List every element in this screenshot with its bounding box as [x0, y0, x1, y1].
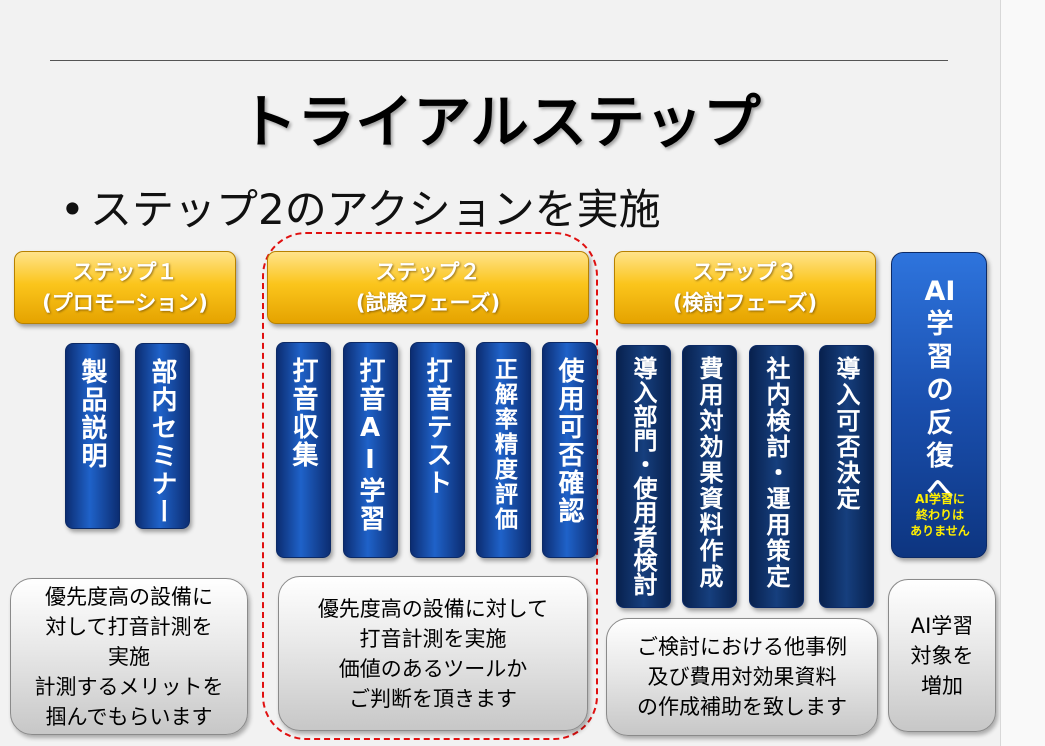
- step2-header-line1: ステップ２: [375, 259, 481, 284]
- ai-title-char: 復: [926, 441, 954, 472]
- step1-note-line: 掴んでもらいます: [45, 704, 213, 729]
- step3-note-line: 及び費用対効果資料: [647, 665, 837, 689]
- step1-note-line: 実施: [108, 644, 150, 669]
- step1-header-line1: ステップ１: [72, 259, 178, 284]
- title-rule: [50, 60, 948, 61]
- ai-subtext-line: ありません: [910, 524, 970, 538]
- step1-header-line2: (プロモーション): [42, 290, 208, 315]
- ai-title-char: へ: [926, 474, 954, 505]
- slide-title: トライアルステップ: [239, 88, 761, 156]
- ai-note-line: 増加: [921, 673, 963, 698]
- step3-note-line: ご検討における他事例: [637, 635, 847, 659]
- step3-col-2: 費用対効果資料作成: [682, 345, 737, 608]
- step3-col-4: 導入可否決定: [819, 345, 874, 608]
- bullet-dot-icon: •: [60, 185, 85, 234]
- step1-header: ステップ１ (プロモーション): [14, 251, 236, 324]
- step1-note-line: 優先度高の設備に: [45, 584, 213, 609]
- step3-note-line: の作成補助を致します: [637, 695, 847, 719]
- step2-note-line: 打音計測を実施: [359, 626, 507, 651]
- step2-col-3: 打音テスト: [410, 342, 465, 558]
- step3-header: ステップ３ (検討フェーズ): [614, 251, 876, 324]
- ai-note-line: 対象を: [910, 643, 974, 668]
- ai-subtext-line: 終わりは: [915, 508, 964, 522]
- bullet-item: •ステップ2のアクションを実施: [60, 176, 661, 237]
- slide: トライアルステップ •ステップ2のアクションを実施 ステップ１ (プロモーション…: [10, 60, 996, 740]
- step2-col-5: 使用可否確認: [542, 342, 597, 558]
- ai-subtext-line: AI学習に: [915, 492, 965, 506]
- step3-col-1: 導入部門・使用者検討: [616, 345, 671, 608]
- ai-title-char: 反: [926, 408, 954, 439]
- ai-title-char: AI: [924, 276, 956, 307]
- bullet-text: ステップ2のアクションを実施: [90, 185, 661, 234]
- step1-col-2: 部内セミナー: [135, 343, 190, 529]
- step1-note-line: 対して打音計測を: [45, 614, 213, 639]
- ai-note: AI学習 対象を 増加: [888, 579, 996, 732]
- step2-header-line2: (試験フェーズ): [355, 290, 501, 315]
- ai-iteration-title: AI 学 習 の 反 復 へ: [892, 275, 988, 506]
- ai-note-line: AI学習: [910, 613, 974, 638]
- ai-title-char: 習: [926, 342, 954, 373]
- step2-note-line: 優先度高の設備に対して: [317, 596, 549, 621]
- ai-iteration-column: AI 学 習 の 反 復 へ AI学習に 終わりは ありません: [891, 252, 987, 558]
- step2-note: 優先度高の設備に対して 打音計測を実施 価値のあるツールか ご判断を頂きます: [278, 576, 588, 731]
- step2-highlight-frame: [262, 232, 598, 740]
- step2-col-1: 打音収集: [276, 342, 331, 558]
- step1-note-line: 計測するメリットを: [34, 674, 224, 699]
- ai-title-char: の: [926, 375, 954, 406]
- step2-note-line: 価値のあるツールか: [338, 656, 528, 681]
- ai-iteration-subtext: AI学習に 終わりは ありません: [892, 491, 988, 539]
- step3-header-line1: ステップ３: [692, 259, 798, 284]
- step2-col-2: 打音AI学習: [343, 342, 398, 558]
- step3-col-3: 社内検討・運用策定: [749, 345, 804, 608]
- viewer-side-panel: [1000, 0, 1045, 746]
- step2-header: ステップ２ (試験フェーズ): [267, 251, 589, 324]
- step1-note: 優先度高の設備に 対して打音計測を 実施 計測するメリットを 掴んでもらいます: [10, 578, 248, 735]
- step3-note: ご検討における他事例 及び費用対効果資料 の作成補助を致します: [606, 618, 878, 736]
- step2-col-4: 正解率精度評価: [476, 342, 531, 558]
- ai-title-char: 学: [926, 309, 954, 340]
- step3-header-line2: (検討フェーズ): [672, 290, 818, 315]
- step1-col-1: 製品説明: [65, 343, 120, 529]
- step2-note-line: ご判断を頂きます: [349, 686, 517, 711]
